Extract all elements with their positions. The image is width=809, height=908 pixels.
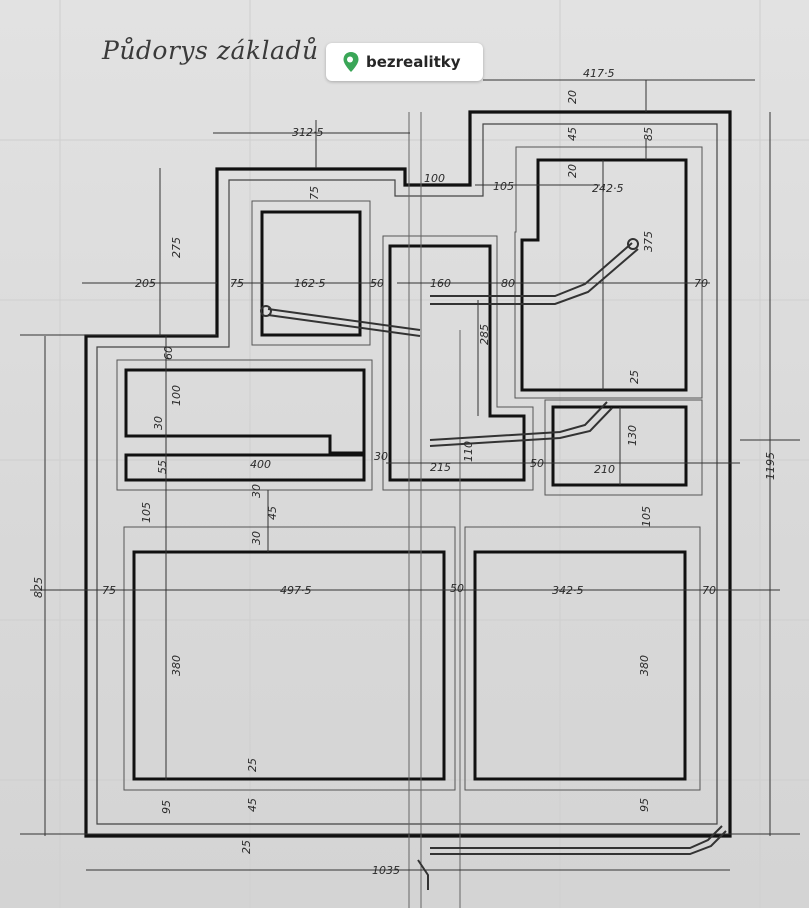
dim-upper-75: 75 — [308, 186, 321, 200]
dim-mid-105: 105 — [140, 502, 153, 523]
dim-bottom-25: 25 — [246, 758, 259, 772]
dim-top-85: 85 — [642, 127, 655, 141]
dimension-labels: 417·5 20 45 85 20 242·5 375 70 25 312·5 … — [32, 67, 777, 877]
dim-overall-1195: 1195 — [764, 452, 777, 480]
room-left-lower — [124, 453, 366, 482]
dim-bottom-right-70: 70 — [702, 584, 716, 597]
dim-small-room-50: 50 — [370, 277, 384, 290]
dim-center-50: 50 — [530, 457, 544, 470]
dim-right-room-side: 70 — [694, 277, 708, 290]
dim-top-width: 417·5 — [583, 67, 615, 80]
room-small-upper — [260, 210, 362, 337]
dim-bottom-left-75: 75 — [102, 584, 116, 597]
dim-bottom-95b: 95 — [638, 798, 651, 812]
inner-footing-outline — [96, 123, 718, 825]
drain-pipes — [260, 238, 727, 890]
dim-top-45: 45 — [566, 127, 579, 141]
dim-left-margin-312: 312·5 — [292, 126, 324, 139]
dim-bottom-right-380: 380 — [638, 655, 651, 676]
dim-right-small-210: 210 — [594, 463, 615, 476]
room-center-footing — [382, 235, 534, 491]
outer-foundation-outline — [84, 110, 732, 838]
room-bottom-right-footing — [464, 526, 701, 791]
dim-right-small-130: 130 — [626, 425, 639, 446]
dim-overall-1035: 1035 — [372, 864, 400, 877]
dim-right-room-25: 25 — [628, 370, 641, 384]
dim-left-400: 400 — [250, 458, 271, 471]
dim-right-room-height: 375 — [642, 231, 655, 252]
dim-bottom-left-width: 497·5 — [280, 584, 312, 597]
dim-mid-105b: 105 — [640, 506, 653, 527]
room-bottom-right — [473, 550, 687, 781]
dim-top-20b: 20 — [566, 164, 579, 178]
room-left-footing — [116, 359, 373, 491]
dim-left-100: 100 — [170, 385, 183, 406]
dim-top-20: 20 — [566, 90, 579, 104]
dim-mid-30b: 30 — [250, 531, 263, 545]
dim-left-55: 55 — [156, 460, 169, 474]
dim-center-room-160: 160 — [430, 277, 451, 290]
dim-bottom-right-width: 342·5 — [552, 584, 584, 597]
dim-upper-275: 275 — [170, 237, 183, 258]
room-top-right — [520, 158, 688, 392]
dim-mid-30: 30 — [250, 484, 263, 498]
room-bottom-left — [132, 550, 446, 781]
room-small-upper-footing — [251, 200, 371, 346]
location-pin-icon — [343, 52, 359, 72]
dim-bottom-50: 50 — [450, 582, 464, 595]
dim-left-30b: 30 — [374, 450, 388, 463]
dimension-lines — [20, 79, 800, 871]
dim-overall-825: 825 — [32, 577, 45, 598]
dim-center-215: 215 — [430, 461, 451, 474]
dim-center-80: 80 — [501, 277, 515, 290]
dim-mid-45: 45 — [266, 506, 279, 520]
dim-upper-75b: 75 — [230, 277, 244, 290]
dim-right-room-width: 242·5 — [592, 182, 624, 195]
dim-upper-205: 205 — [135, 277, 156, 290]
dim-bottom-25b: 25 — [240, 840, 253, 854]
room-bottom-left-footing — [123, 526, 456, 791]
drain-column-lines — [408, 112, 461, 908]
dim-left-30: 30 — [152, 416, 165, 430]
dim-pipe-100: 100 — [424, 172, 445, 185]
dim-bottom-45: 45 — [246, 798, 259, 812]
dim-center-285: 285 — [478, 324, 491, 345]
room-right-small-footing — [544, 399, 703, 496]
dim-bottom-left-380: 380 — [170, 655, 183, 676]
dim-left-60: 60 — [162, 346, 175, 360]
room-top-right-footing — [514, 146, 703, 399]
room-left-upper — [124, 368, 366, 455]
bezrealitky-badge[interactable]: bezrealitky — [326, 43, 483, 81]
plan-title: Půdorys základů — [102, 36, 319, 65]
dim-center-110: 110 — [462, 441, 475, 462]
dim-gap-105: 105 — [493, 180, 514, 193]
room-center — [388, 244, 526, 482]
dim-bottom-95: 95 — [160, 800, 173, 814]
dim-small-room-width: 162·5 — [294, 277, 326, 290]
brand-name: bezrealitky — [366, 53, 461, 71]
